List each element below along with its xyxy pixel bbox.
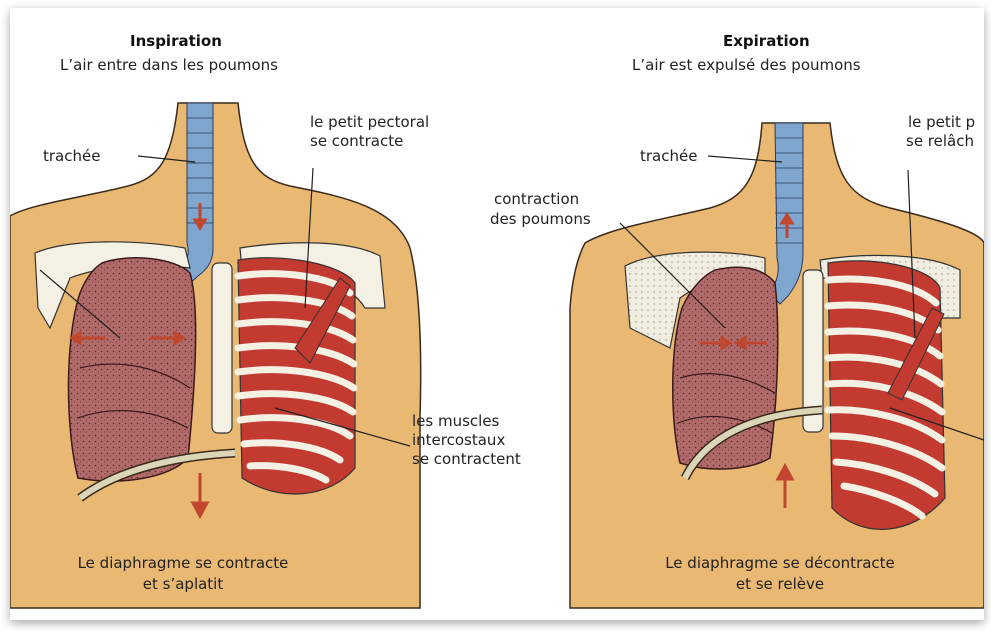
label-pectoral-line2: se contracte xyxy=(310,132,403,150)
inspiration-caption-line1: Le diaphragme se contracte xyxy=(38,553,328,574)
label-pectoral-2-line2: se relâch xyxy=(906,132,974,150)
rib-cage-expiration xyxy=(828,261,945,530)
expiration-subtitle: L’air est expulsé des poumons xyxy=(632,56,861,74)
inspiration-figure xyxy=(10,103,421,608)
label-intercostal-line3: se contractent xyxy=(412,450,521,468)
label-lungs-line1: contraction xyxy=(494,190,579,208)
expiration-caption-line2: et se relève xyxy=(630,574,930,595)
label-trachea: trachée xyxy=(43,147,100,165)
inspiration-caption: Le diaphragme se contracte et s’aplatit xyxy=(38,553,328,595)
breathing-illustration xyxy=(10,8,984,620)
label-pectoral-2-line1: le petit p xyxy=(908,113,975,131)
inspiration-title: Inspiration xyxy=(130,32,222,50)
inspiration-subtitle: L’air entre dans les poumons xyxy=(60,56,278,74)
label-intercostal-line2: intercostaux xyxy=(412,431,505,449)
label-pectoral-line1: le petit pectoral xyxy=(310,113,429,131)
sternum xyxy=(212,263,232,433)
label-lungs-line2: des poumons xyxy=(490,210,591,228)
expiration-caption-line1: Le diaphragme se décontracte xyxy=(630,553,930,574)
inflated-lung xyxy=(68,258,195,481)
expiration-figure xyxy=(570,123,984,608)
expiration-caption: Le diaphragme se décontracte et se relèv… xyxy=(630,553,930,595)
inspiration-caption-line2: et s’aplatit xyxy=(38,574,328,595)
label-trachea-2: trachée xyxy=(640,147,697,165)
label-intercostal-line1: les muscles xyxy=(412,412,499,430)
diagram-frame: Inspiration L’air entre dans les poumons… xyxy=(10,8,984,620)
expiration-title: Expiration xyxy=(723,32,810,50)
